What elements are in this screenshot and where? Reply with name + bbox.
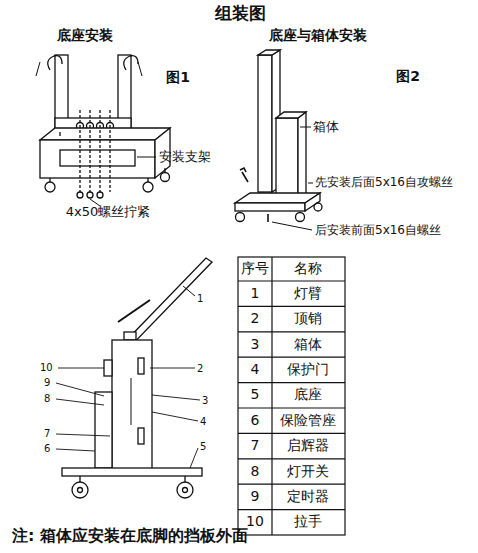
- part-label: 安装支架: [159, 150, 211, 164]
- figure-2: [235, 50, 322, 230]
- heading: 底座安装: [57, 28, 113, 43]
- table-border: [238, 257, 345, 535]
- callout-number: 9: [44, 377, 50, 388]
- part-label: 4x50螺丝拧紧: [66, 205, 151, 219]
- part-label: 先安装后面5x16自攻螺丝: [315, 176, 453, 189]
- table-rule: [238, 280, 345, 281]
- table-rule: [238, 382, 345, 383]
- table-cell: 启辉器: [287, 438, 329, 453]
- table-cell: 6: [251, 413, 260, 428]
- table-cell: 1: [251, 286, 260, 301]
- table-rule: [238, 458, 345, 459]
- figure-label: 图1: [166, 70, 190, 85]
- lamp-assembly: [56, 258, 212, 498]
- table-cell: 拉手: [294, 515, 322, 530]
- table-cell: 5: [251, 388, 260, 403]
- table-rule: [238, 357, 345, 358]
- table-cell: 顶销: [294, 311, 322, 326]
- table-rule: [238, 331, 345, 332]
- table-cell: 3: [251, 337, 260, 352]
- table-rule: [238, 407, 345, 408]
- table-cell: 7: [251, 438, 260, 453]
- table-rule: [271, 257, 272, 535]
- callout-number: 5: [200, 441, 206, 452]
- callout-number: 10: [40, 362, 53, 373]
- table-rule: [238, 433, 345, 434]
- table-cell: 灯臂: [294, 286, 322, 301]
- table-cell: 底座: [294, 388, 322, 403]
- table-cell: 8: [251, 464, 260, 479]
- table-cell: 10: [246, 515, 264, 530]
- table-cell: 9: [251, 489, 260, 504]
- heading: 底座与箱体安装: [269, 28, 367, 43]
- table-cell: 定时器: [287, 489, 329, 504]
- table-cell: 保险管座: [280, 413, 336, 428]
- parts-table-grid: [238, 257, 345, 535]
- callout-number: 6: [44, 443, 50, 454]
- callout-number: 3: [202, 395, 208, 406]
- table-cell: 保护门: [287, 362, 329, 377]
- title: 组装图: [215, 4, 266, 23]
- table-cell: 灯开关: [287, 464, 329, 479]
- table-header: 序号: [241, 261, 269, 276]
- table-rule: [238, 306, 345, 307]
- part-label: 箱体: [313, 120, 339, 134]
- part-label: 后安装前面5x16自螺丝: [315, 224, 441, 237]
- table-rule: [238, 509, 345, 510]
- callout-number: 2: [197, 363, 203, 374]
- callout-number: 7: [44, 428, 50, 439]
- table-cell: 4: [251, 362, 260, 377]
- figure-1: [36, 55, 170, 206]
- callout-number: 8: [44, 393, 50, 404]
- table-cell: 2: [251, 311, 260, 326]
- table-header: 名称: [294, 261, 322, 276]
- note: 注: 箱体应安装在底脚的挡板外面: [12, 527, 248, 545]
- figure-label: 图2: [396, 69, 420, 84]
- table-cell: 箱体: [294, 337, 322, 352]
- callout-number: 4: [200, 416, 206, 427]
- callout-number: 1: [197, 293, 203, 304]
- table-rule: [238, 484, 345, 485]
